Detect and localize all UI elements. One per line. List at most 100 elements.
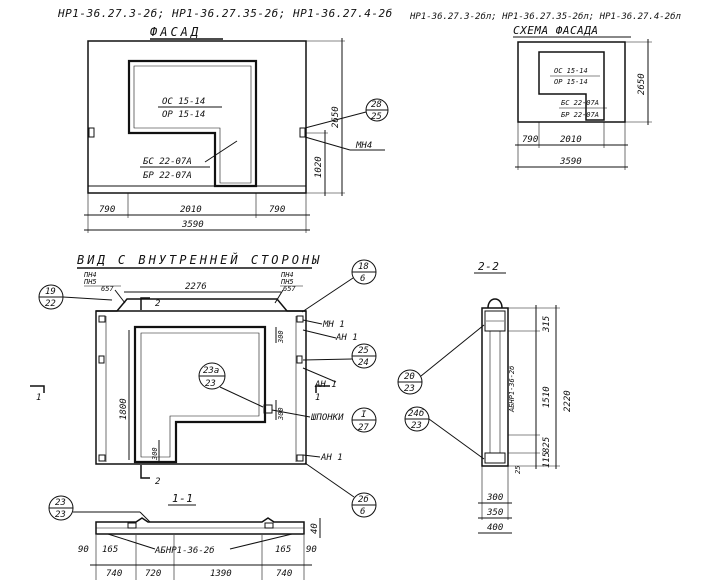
inner-embed bbox=[296, 315, 304, 323]
inner-section-1-left: 1 bbox=[36, 393, 41, 403]
inner-dim-300-c: 300 bbox=[151, 447, 159, 461]
facade-opening-outline bbox=[127, 59, 258, 188]
inner-callout-node: 23а bbox=[203, 366, 219, 376]
section22-top-block bbox=[484, 310, 506, 332]
scheme-panel-outline bbox=[517, 41, 626, 123]
inner-embed bbox=[296, 454, 304, 462]
section-2-marker-top bbox=[140, 297, 150, 310]
facade-window-mark-1: ОС 15-14 bbox=[162, 97, 205, 107]
inner-section-2-top: 2 bbox=[155, 299, 160, 309]
section22-dim-top: 315 bbox=[542, 316, 552, 333]
section22-callout-node: 20 bbox=[404, 372, 415, 382]
inner-panel-outline bbox=[95, 310, 307, 465]
facade-callout-leader bbox=[304, 111, 367, 129]
facade-panel-outline bbox=[87, 40, 307, 194]
inner-embed bbox=[98, 315, 106, 323]
inner-callout-node: 19 bbox=[45, 287, 56, 297]
section-1-marker-left bbox=[30, 385, 45, 393]
inner-callout-sheet: 27 bbox=[358, 423, 369, 433]
inner-callout-sheet: 24 bbox=[358, 358, 369, 368]
facade-dim-middle: 2010 bbox=[180, 205, 202, 215]
facade-mn-label: МН4 bbox=[355, 141, 372, 151]
section11-label-leader bbox=[107, 533, 156, 550]
facade-callout-sheet: 25 bbox=[371, 112, 382, 122]
inner-label-an-bottom: АН 1 bbox=[320, 453, 343, 463]
section11-dim-thk: 40 bbox=[310, 523, 320, 534]
section11-dim-d: 90 bbox=[306, 545, 317, 555]
facade-title: ФАСАД bbox=[150, 25, 201, 39]
inner-callout-leader bbox=[302, 358, 353, 361]
inner-top-right-label-2: ПН5 bbox=[280, 278, 294, 286]
inner-callout-node: 2б bbox=[358, 494, 369, 505]
section22-bottom-block bbox=[484, 452, 506, 464]
section11-label: АБНР1-36-2б bbox=[154, 545, 215, 556]
inner-an-bottom-leader bbox=[302, 454, 321, 458]
section11-embed bbox=[264, 522, 274, 529]
inner-an-mid-leader bbox=[302, 367, 337, 383]
section22-dim-total: 2220 bbox=[563, 390, 573, 412]
inner-label-an-top: АН 1 bbox=[335, 333, 358, 343]
section11-callout-sheet: 23 bbox=[55, 510, 66, 520]
inner-top-left-leader bbox=[114, 289, 126, 304]
section22-title: 2-2 bbox=[478, 260, 499, 273]
facade-dim-low: 1020 bbox=[314, 156, 324, 178]
facade-left-loop bbox=[88, 127, 95, 138]
section22-dim-w3: 400 bbox=[487, 523, 503, 533]
facade-dim-right: 790 bbox=[269, 205, 285, 215]
inner-callout-leader bbox=[304, 462, 355, 498]
section11-dim-f: 720 bbox=[145, 569, 161, 579]
inner-shponki-leader bbox=[271, 409, 311, 418]
scheme-door-mark-1: БС 22-07А bbox=[561, 99, 599, 107]
section22-dim-w2: 350 bbox=[486, 508, 503, 518]
inner-label-mn: МН 1 bbox=[322, 320, 345, 330]
section11-dim-h: 740 bbox=[276, 569, 292, 579]
scheme-header: НР1-36.27.3-2бл; НР1-36.27.35-2бл; НР1-3… bbox=[409, 11, 682, 22]
section22-dim-bot: 115 bbox=[542, 452, 552, 468]
facade-callout-node: 28 bbox=[371, 100, 382, 110]
inner-embed bbox=[98, 355, 105, 364]
section11-title: 1-1 bbox=[172, 492, 193, 505]
section22-label: АБНР1-36-2б bbox=[508, 366, 516, 413]
section22-callout-leader bbox=[420, 324, 485, 377]
section22-callout-leader bbox=[428, 418, 485, 460]
section-1-1: 1-1 23 23 АБНР1-36-2б 90 165 165 90 740 … bbox=[48, 492, 321, 580]
facade-right-loop bbox=[299, 127, 306, 138]
inner-label-an-mid: АН 1 bbox=[314, 380, 337, 390]
scheme-opening-outline bbox=[538, 51, 605, 121]
section-2-marker-bottom bbox=[140, 465, 150, 479]
scheme-dim-middle: 2010 bbox=[560, 135, 582, 145]
section22-dim-mid: 1510 bbox=[542, 386, 552, 408]
section22-profile bbox=[481, 307, 509, 467]
inner-callout-sheet: 6 bbox=[360, 274, 365, 284]
inner-dim-top: 2276 bbox=[185, 282, 207, 292]
section11-dim-g: 1390 bbox=[210, 569, 232, 579]
inner-dim-300-b: 300 bbox=[277, 407, 285, 421]
facade-dim-height: 2650 bbox=[331, 106, 341, 128]
inner-dim-side: 1800 bbox=[119, 398, 129, 420]
facade-dim-left: 790 bbox=[99, 205, 115, 215]
section11-embed bbox=[127, 522, 137, 529]
inner-embed bbox=[296, 355, 303, 364]
scheme-window-mark-2: ОР 15-14 bbox=[554, 78, 588, 86]
section22-dim-bot2: 25 bbox=[514, 466, 522, 474]
inner-opening-outline bbox=[133, 325, 267, 464]
inner-top-right-label-3: 657 bbox=[283, 285, 296, 293]
section11-profile bbox=[95, 517, 305, 535]
section-2-2: 2-2 АБНР1-36-2б 20 23 24б 23 315 151 bbox=[397, 260, 573, 534]
facade-view: НР1-36.27.3-2б; НР1-36.27.35-2б; НР1-36.… bbox=[57, 7, 392, 233]
inner-mn-leader bbox=[302, 319, 323, 325]
inner-top-edge bbox=[96, 298, 306, 312]
section22-callout-sheet: 23 bbox=[411, 421, 422, 431]
section11-callout-node: 23 bbox=[55, 498, 66, 508]
inner-callout-sheet: 23 bbox=[205, 379, 216, 389]
inner-top-left-label-2: ПН5 bbox=[83, 278, 97, 286]
inner-top-right-label-1: ПН4 bbox=[280, 271, 294, 279]
inner-an-leader bbox=[302, 329, 337, 339]
inner-callout-leader bbox=[301, 277, 354, 313]
section-1-marker-right bbox=[315, 385, 330, 393]
section11-dim-c: 165 bbox=[275, 545, 291, 555]
facade-window-mark-2: ОР 15-14 bbox=[162, 110, 205, 120]
facade-opening-inner bbox=[133, 65, 252, 184]
section22-callout-node: 24б bbox=[408, 408, 424, 419]
